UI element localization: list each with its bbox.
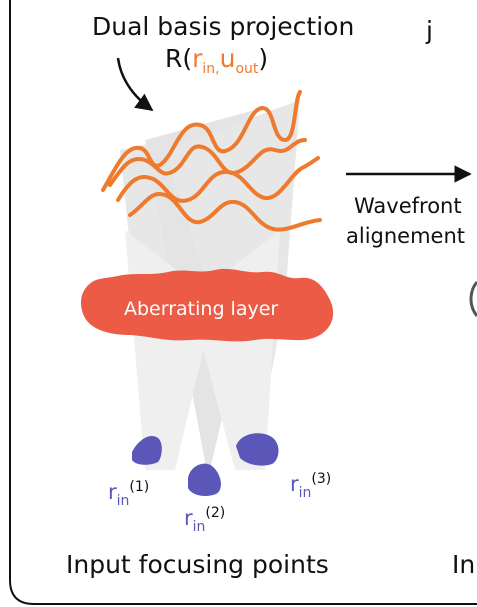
point-3-sup: (3) xyxy=(311,471,332,487)
focusing-point-1 xyxy=(132,435,162,465)
focusing-point-3 xyxy=(236,433,279,466)
focusing-points xyxy=(132,433,279,496)
dual-basis-formula: R(rin,uout) xyxy=(165,44,269,76)
right-edge-fragment xyxy=(469,281,477,317)
formula-u: u xyxy=(219,44,236,73)
formula-prefix: R( xyxy=(165,44,193,73)
point-label-3: rin(3) xyxy=(290,471,332,500)
point-label-1: rin(1) xyxy=(108,479,150,508)
formula-r-sub: in, xyxy=(202,61,220,77)
caption: Input focusing points xyxy=(66,550,329,579)
formula-r: r xyxy=(192,44,203,73)
title-arrow xyxy=(116,57,154,112)
point-2-sub: in xyxy=(192,519,206,535)
panel-letter: j xyxy=(426,16,433,45)
point-1-base: r xyxy=(108,480,117,504)
focusing-point-2 xyxy=(188,463,221,496)
point-2-base: r xyxy=(184,506,193,530)
point-1-sup: (1) xyxy=(129,479,150,495)
right-caption-fragment: In xyxy=(452,550,476,579)
diagram-title: Dual basis projection xyxy=(92,12,355,41)
point-1-sub: in xyxy=(116,493,130,509)
point-2-sup: (2) xyxy=(205,505,226,521)
panel-frame xyxy=(9,0,477,605)
formula-u-sub: out xyxy=(235,61,259,77)
arrow-label-line2: alignement xyxy=(346,224,466,248)
point-label-2: rin(2) xyxy=(184,505,226,534)
arrow-label-line1: Wavefront xyxy=(354,194,462,218)
formula-suffix: ) xyxy=(258,44,269,73)
point-3-sub: in xyxy=(298,485,312,501)
aberrating-layer-shape xyxy=(80,268,334,342)
aberrating-layer-label: Aberrating layer xyxy=(124,298,279,320)
wavefront-curves xyxy=(101,90,322,232)
point-3-base: r xyxy=(290,472,299,496)
